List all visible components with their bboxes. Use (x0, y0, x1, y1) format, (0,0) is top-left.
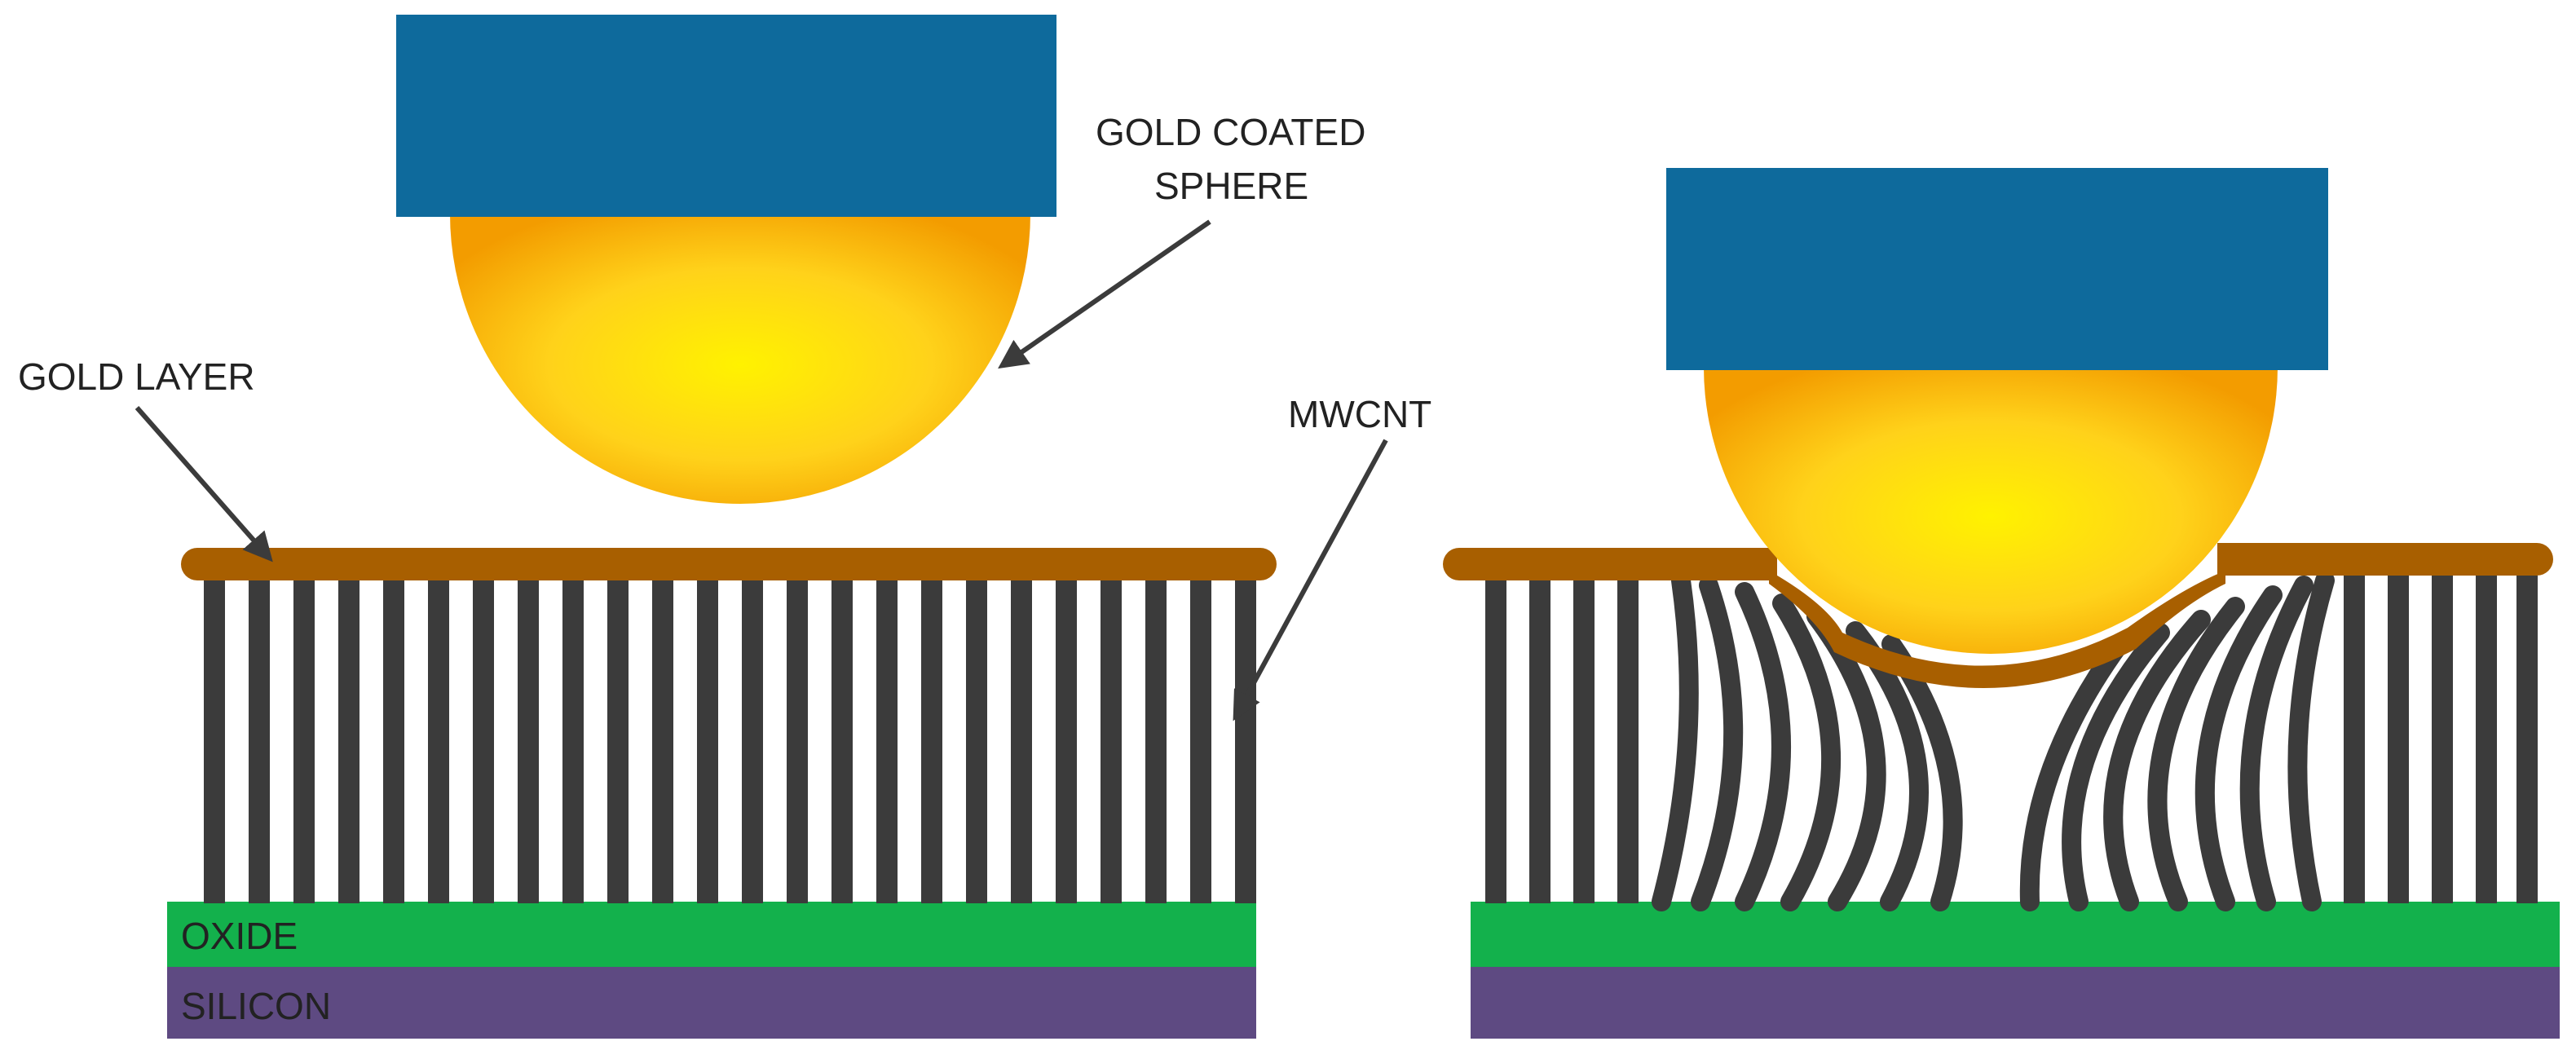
nanotube (518, 576, 539, 903)
nanotube (921, 576, 942, 903)
right-gold-layer-deformed (1769, 571, 2225, 689)
left-oxide-layer (167, 902, 1256, 967)
left-holder-block (396, 15, 1056, 217)
gold-layer-arrow (135, 406, 273, 563)
nanotube (697, 576, 718, 903)
gold-coated-sphere-label-line1: GOLD COATED (1096, 111, 1365, 153)
nanotube (473, 576, 494, 903)
nanotube (204, 576, 225, 903)
nanotube (383, 576, 404, 903)
nanotube (652, 576, 673, 903)
nanotube (1617, 576, 1639, 903)
nanotube (2432, 576, 2453, 903)
nanotube (2388, 576, 2409, 903)
right-holder-block (1666, 168, 2328, 370)
left-nanotube-array (204, 576, 1256, 903)
nanotube (787, 576, 808, 903)
right-oxide-layer (1471, 902, 2560, 967)
nanotube (1056, 576, 1077, 903)
nanotube-bent (2194, 585, 2283, 911)
left-gold-layer (181, 548, 1277, 580)
left-silicon-label: SILICON (181, 985, 331, 1027)
nanotube-bent (2062, 623, 2170, 911)
nanotube-bent (2019, 634, 2129, 911)
nanotube-bent (1652, 571, 1699, 911)
gold-coated-sphere-label-line2: SPHERE (1154, 165, 1308, 207)
nanotube-bent (1772, 593, 1842, 911)
nanotube (2516, 576, 2538, 903)
nanotube (742, 576, 763, 903)
nanotube-bent (2287, 571, 2335, 911)
nanotube (1145, 576, 1167, 903)
nanotube (1485, 576, 1506, 903)
nanotube (1190, 576, 1211, 903)
nanotube (831, 576, 853, 903)
nanotube (562, 576, 584, 903)
nanotube (1011, 576, 1032, 903)
gold-layer-label: GOLD LAYER (18, 355, 255, 398)
nanotube (1529, 576, 1550, 903)
left-silicon-layer (167, 967, 1256, 1039)
nanotube (2476, 576, 2497, 903)
mwcnt-label: MWCNT (1288, 393, 1431, 435)
nanotube (607, 576, 629, 903)
nanotube (1573, 576, 1595, 903)
nanotube-bent (1691, 576, 1744, 911)
nanotube (876, 576, 898, 903)
right-panel (1443, 168, 2560, 1039)
left-gold-coated-sphere (450, 214, 1030, 504)
nanotube-bent (2239, 576, 2314, 911)
right-nanotube-array (1485, 571, 2538, 911)
nanotube-bent (2103, 610, 2211, 911)
right-gold-layer (1443, 548, 1777, 580)
nanotube (2344, 576, 2365, 903)
mwcnt-arrow (1233, 439, 1388, 721)
nanotube (293, 576, 315, 903)
right-gold-coated-sphere (1704, 367, 2278, 654)
nanotube (249, 576, 270, 903)
nanotube (1235, 576, 1256, 903)
nanotube (1101, 576, 1122, 903)
nanotube (338, 576, 359, 903)
nanotube-bent (1735, 582, 1791, 911)
right-gold-layer-right (2217, 543, 2553, 576)
gold-coated-sphere-arrow (998, 219, 1211, 369)
left-oxide-label: OXIDE (181, 915, 298, 957)
right-silicon-layer (1471, 967, 2560, 1039)
annotations: GOLD COATED SPHERE GOLD LAYER MWCNT (18, 111, 1431, 721)
left-panel: SILICON OXIDE (167, 15, 1277, 1039)
nanotube (428, 576, 449, 903)
nanotube-bent (2147, 597, 2245, 911)
nanotube (966, 576, 987, 903)
